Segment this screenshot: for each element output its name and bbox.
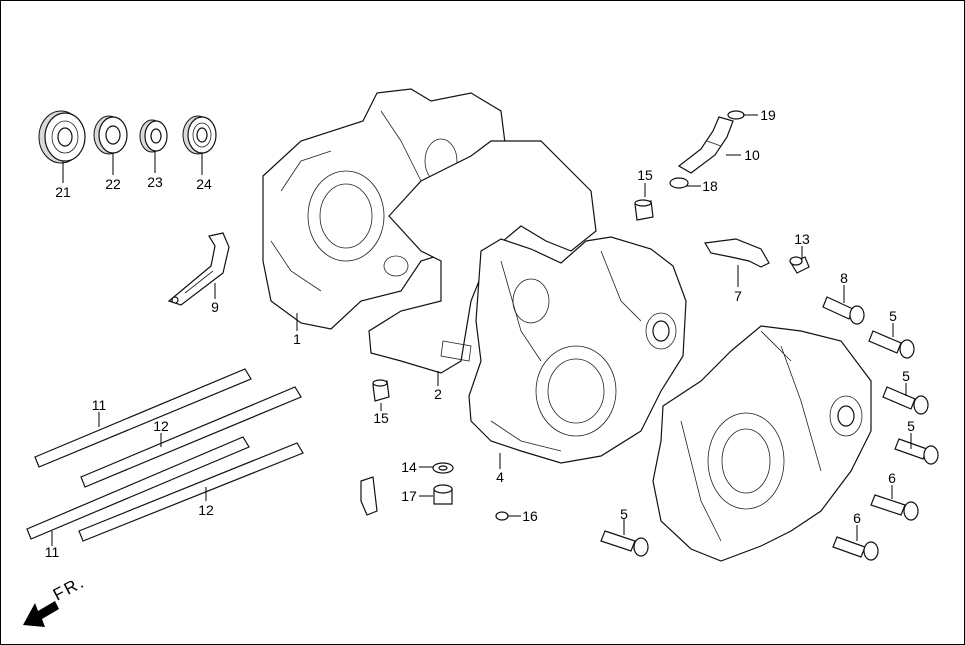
crankcase-right — [652, 325, 872, 562]
bearing-22 — [93, 115, 128, 155]
crankcase-center-4 — [468, 236, 687, 464]
front-direction-arrow-icon — [23, 601, 59, 627]
washer-14 — [432, 462, 454, 474]
guide-plate-7 — [704, 238, 770, 268]
bolt-13 — [789, 256, 810, 274]
callout-8: 8 — [840, 270, 848, 286]
callout-2: 2 — [434, 386, 442, 402]
callout-1: 1 — [293, 331, 301, 347]
bearing-24 — [182, 115, 217, 155]
callout-18: 18 — [702, 178, 718, 194]
flange-bolt-5-a — [868, 330, 915, 359]
callout-15-upper: 15 — [637, 167, 653, 183]
dowel-pin-15-lower — [372, 379, 390, 402]
flange-bolt-5-d — [600, 530, 649, 557]
callout-16: 16 — [522, 508, 538, 524]
callout-23: 23 — [147, 174, 163, 190]
bracket-9 — [167, 232, 230, 306]
stud-bolt-11-lower — [26, 436, 250, 540]
front-direction-label: FR. — [50, 572, 88, 604]
callout-7: 7 — [734, 288, 742, 304]
callout-11-upper: 11 — [92, 397, 107, 413]
cable-clamp — [360, 476, 378, 516]
flange-bolt-6-a — [870, 494, 919, 521]
bearing-21 — [38, 110, 86, 164]
callout-12-upper: 12 — [153, 418, 169, 434]
stud-bolt-12-lower — [78, 442, 304, 542]
callout-6-lower: 6 — [853, 510, 861, 526]
callout-21: 21 — [55, 184, 71, 200]
clip-18 — [669, 177, 689, 189]
callout-10: 10 — [744, 147, 760, 163]
breather-hose-10 — [677, 116, 734, 174]
callout-4: 4 — [496, 469, 504, 485]
drain-bolt-17 — [433, 484, 453, 505]
flange-bolt-6-b — [832, 536, 879, 561]
callout-5-bottom: 5 — [620, 506, 628, 522]
callout-24: 24 — [196, 176, 212, 192]
callout-13: 13 — [794, 231, 810, 247]
stud-bolt-11-upper — [34, 368, 252, 468]
bearing-23 — [139, 119, 168, 153]
flange-bolt-5-c — [894, 438, 939, 465]
callout-19: 19 — [760, 107, 776, 123]
callout-5-middle: 5 — [902, 368, 910, 384]
dowel-pin-15-upper — [634, 199, 654, 221]
callout-9: 9 — [211, 299, 219, 315]
callout-5-top: 5 — [889, 308, 897, 324]
callout-6-upper: 6 — [888, 470, 896, 486]
callout-15-lower: 15 — [373, 410, 389, 426]
clip-19 — [727, 110, 745, 120]
callout-14: 14 — [401, 459, 417, 475]
callout-17: 17 — [401, 488, 417, 504]
flange-bolt-8 — [822, 296, 865, 325]
callout-11-lower: 11 — [45, 544, 60, 560]
callout-22: 22 — [105, 176, 121, 192]
callout-12-lower: 12 — [198, 502, 214, 518]
callout-5-lower: 5 — [907, 418, 915, 434]
o-ring-16 — [495, 511, 509, 521]
stud-bolt-12-upper — [80, 386, 302, 488]
